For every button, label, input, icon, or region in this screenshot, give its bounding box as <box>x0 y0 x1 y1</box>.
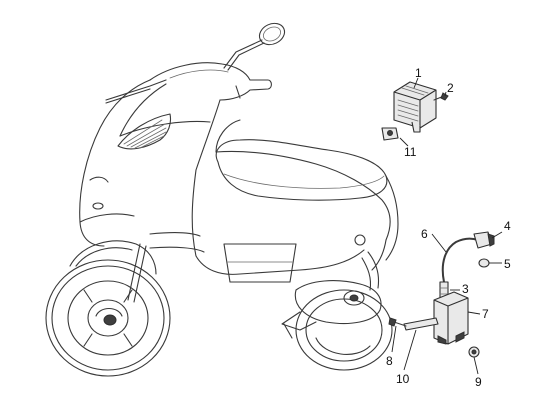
rear-wheel <box>295 289 393 371</box>
front-shield <box>79 79 221 247</box>
regulator-rectifier-part <box>393 81 437 133</box>
callout-1: 1 <box>415 66 422 80</box>
callout-8: 8 <box>386 354 393 368</box>
callout-3: 3 <box>462 282 469 296</box>
bracket-part <box>403 317 439 331</box>
nut-part <box>468 346 480 358</box>
callout-6: 6 <box>421 227 428 241</box>
body-panel <box>149 119 391 283</box>
ht-lead-part <box>441 237 479 283</box>
callout-7: 7 <box>482 307 489 321</box>
clip-part <box>381 127 399 141</box>
mirror <box>223 22 286 71</box>
ignition-unit-part <box>433 291 469 345</box>
screw-part <box>433 92 449 101</box>
spark-plug-cap-part <box>473 231 495 249</box>
scooter-outline <box>45 22 399 377</box>
seat <box>215 139 388 201</box>
callout-5: 5 <box>504 257 511 271</box>
callout-4: 4 <box>504 219 511 233</box>
handlebar <box>149 62 272 101</box>
front-wheel <box>45 259 171 377</box>
front-fender <box>69 240 157 275</box>
leader-lines <box>391 77 503 375</box>
callout-2: 2 <box>447 81 454 95</box>
bolt-part <box>388 317 407 327</box>
rubber-cap-part <box>478 258 490 268</box>
front-fork <box>127 243 147 303</box>
callout-11: 11 <box>404 145 417 159</box>
callout-9: 9 <box>475 375 482 389</box>
callout-10: 10 <box>396 372 410 386</box>
engine-swingarm <box>281 251 382 339</box>
brake-lever <box>105 79 167 101</box>
